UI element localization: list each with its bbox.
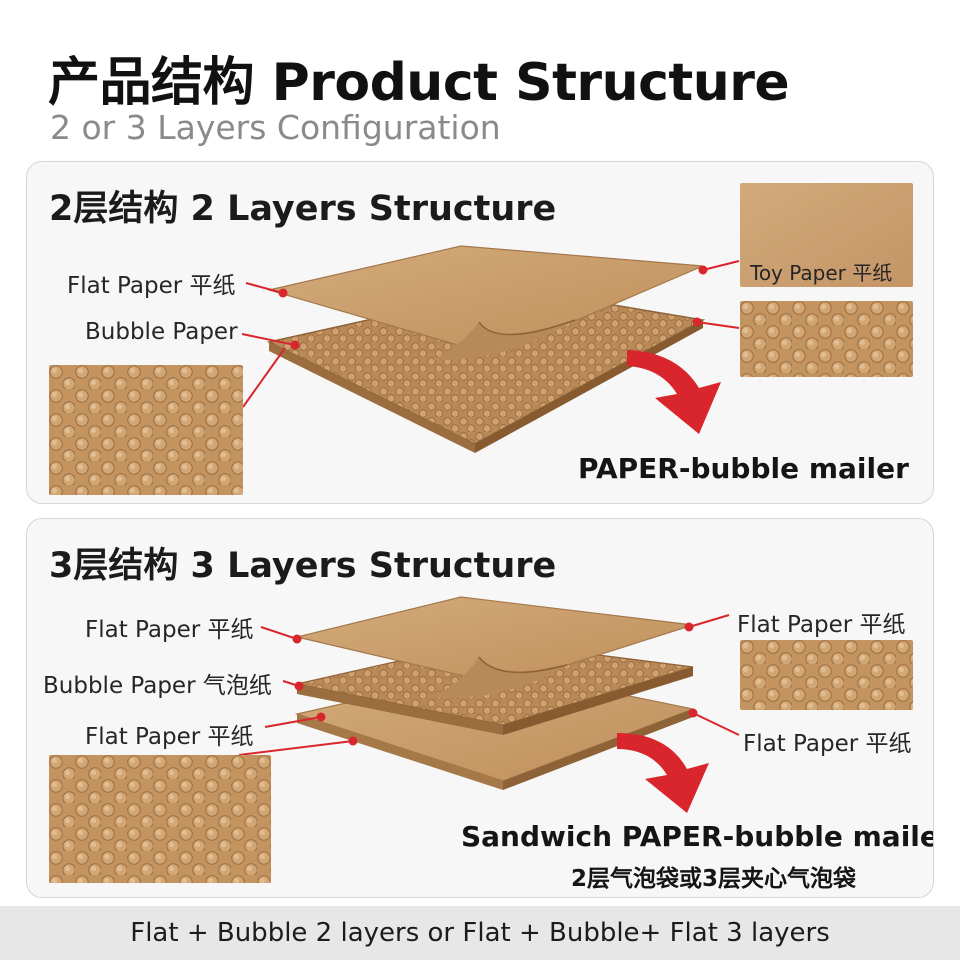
three-layer-caption-cn: 2层气泡袋或3层夹心气泡袋 — [571, 866, 857, 892]
top-flat-layer — [296, 596, 694, 698]
three-layer-caption: Sandwich PAPER-bubble mailer — [461, 820, 934, 853]
bubble-swatch-right — [740, 640, 913, 710]
label-flat-paper-top: Flat Paper 平纸 — [85, 617, 254, 643]
two-layer-panel: 2层结构 2 Layers Structure — [26, 161, 934, 504]
label-flat-paper-right-top: Flat Paper 平纸 — [737, 612, 906, 638]
bottom-flat-layer — [294, 668, 696, 790]
bubble-layer — [266, 287, 706, 453]
label-flat-paper-right-bottom: Flat Paper 平纸 — [743, 731, 912, 757]
footer-bar: Flat + Bubble 2 layers or Flat + Bubble+… — [0, 906, 960, 960]
label-bubble-paper: Bubble Paper — [85, 319, 238, 345]
page-subtitle: 2 or 3 Layers Configuration — [50, 108, 501, 147]
bubble-swatch-left — [49, 365, 243, 495]
toy-paper-swatch — [740, 183, 913, 287]
bubble-swatch-left — [49, 755, 271, 883]
footer-text: Flat + Bubble 2 layers or Flat + Bubble+… — [130, 918, 830, 948]
arrow-down-icon — [617, 733, 709, 813]
middle-bubble-layer — [296, 640, 694, 735]
label-bubble-paper: Bubble Paper 气泡纸 — [43, 673, 272, 699]
three-layer-panel: 3层结构 3 Layers Structure — [26, 518, 934, 898]
page-title: 产品结构 Product Structure — [48, 53, 790, 113]
label-flat-paper: Flat Paper 平纸 — [67, 273, 236, 299]
two-layer-caption: PAPER-bubble mailer — [578, 452, 909, 485]
flat-paper-layer — [266, 245, 704, 361]
label-toy-paper: Toy Paper 平纸 — [750, 261, 893, 285]
bubble-swatch-right — [740, 301, 913, 377]
two-layer-title: 2层结构 2 Layers Structure — [49, 189, 557, 229]
arrow-down-icon — [627, 350, 721, 434]
label-flat-paper-bottom: Flat Paper 平纸 — [85, 724, 254, 750]
three-layer-title: 3层结构 3 Layers Structure — [49, 546, 557, 586]
